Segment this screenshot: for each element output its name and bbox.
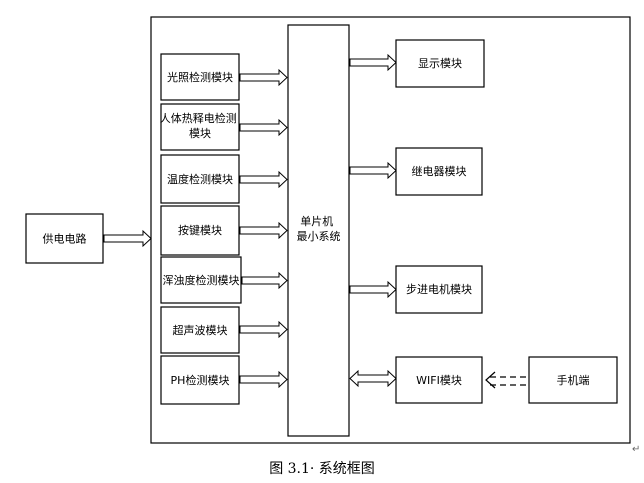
arrow-wifi-bidirectional — [349, 369, 397, 388]
arrow-display — [349, 53, 397, 72]
button-module-box — [160, 205, 240, 256]
pir-sensor-label-line2: 模块 — [189, 127, 211, 140]
stepper-motor-module-box — [395, 265, 483, 314]
ph-sensor-box — [160, 355, 240, 405]
button-module-label: 按键模块 — [178, 223, 222, 237]
arrow-light — [239, 68, 288, 87]
output-arrows — [349, 53, 397, 388]
arrow-turbidity — [241, 271, 288, 290]
ultrasonic-module-label: 超声波模块 — [173, 323, 228, 337]
light-sensor-box — [160, 53, 240, 101]
wifi-module-box — [395, 356, 483, 404]
input-arrows — [239, 68, 288, 389]
relay-module-box — [395, 147, 483, 196]
pir-sensor-label: 人体热释电检测 模块 — [160, 111, 241, 140]
stepper-motor-module-label: 步进电机模块 — [406, 282, 472, 296]
right-modules: 显示模块 继电器模块 步进电机模块 WIFI模块 — [395, 39, 485, 404]
arrow-ph — [239, 370, 288, 389]
power-arrow — [103, 229, 152, 248]
phone-label: 手机端 — [557, 373, 590, 387]
power-supply-label: 供电电路 — [43, 232, 87, 246]
arrow-pir — [239, 118, 288, 137]
mcu-label-line2: 最小系统 — [297, 230, 341, 243]
display-module-label: 显示模块 — [418, 57, 462, 70]
ph-sensor-label: PH检测模块 — [171, 373, 230, 387]
outer-frame — [150, 16, 631, 444]
turbidity-sensor-label: 浑浊度检测模块 — [163, 273, 240, 287]
pir-sensor-box — [160, 103, 240, 151]
arrow-stepper — [349, 280, 397, 299]
phone-box — [528, 356, 618, 404]
power-supply-box — [25, 213, 104, 264]
mcu-label: 单片机 最小系统 — [297, 214, 341, 243]
wireless-link — [485, 371, 526, 389]
left-modules: 光照检测模块 人体热释电检测 模块 温度检测模块 按键模块 浑浊度检测模块 超声… — [160, 53, 242, 405]
arrow-relay — [349, 161, 397, 180]
temperature-sensor-label: 温度检测模块 — [167, 172, 233, 186]
wifi-module-label: WIFI模块 — [416, 374, 462, 387]
arrow-temperature — [239, 170, 288, 189]
display-module-box — [395, 39, 485, 88]
turbidity-sensor-box — [160, 256, 242, 304]
paragraph-mark: ↵ — [632, 444, 641, 455]
figure-caption: 图 3.1· 系统框图 — [269, 461, 375, 477]
temperature-sensor-box — [160, 154, 240, 204]
ultrasonic-module-box — [160, 306, 240, 354]
mcu-label-line1: 单片机 — [300, 214, 333, 228]
arrow-ultrasonic — [239, 320, 288, 339]
mcu-box — [287, 24, 350, 437]
relay-module-label: 继电器模块 — [412, 165, 467, 178]
arrow-button — [239, 221, 288, 240]
pir-sensor-label-line1: 人体热释电检测 — [160, 111, 237, 125]
light-sensor-label: 光照检测模块 — [167, 70, 233, 84]
